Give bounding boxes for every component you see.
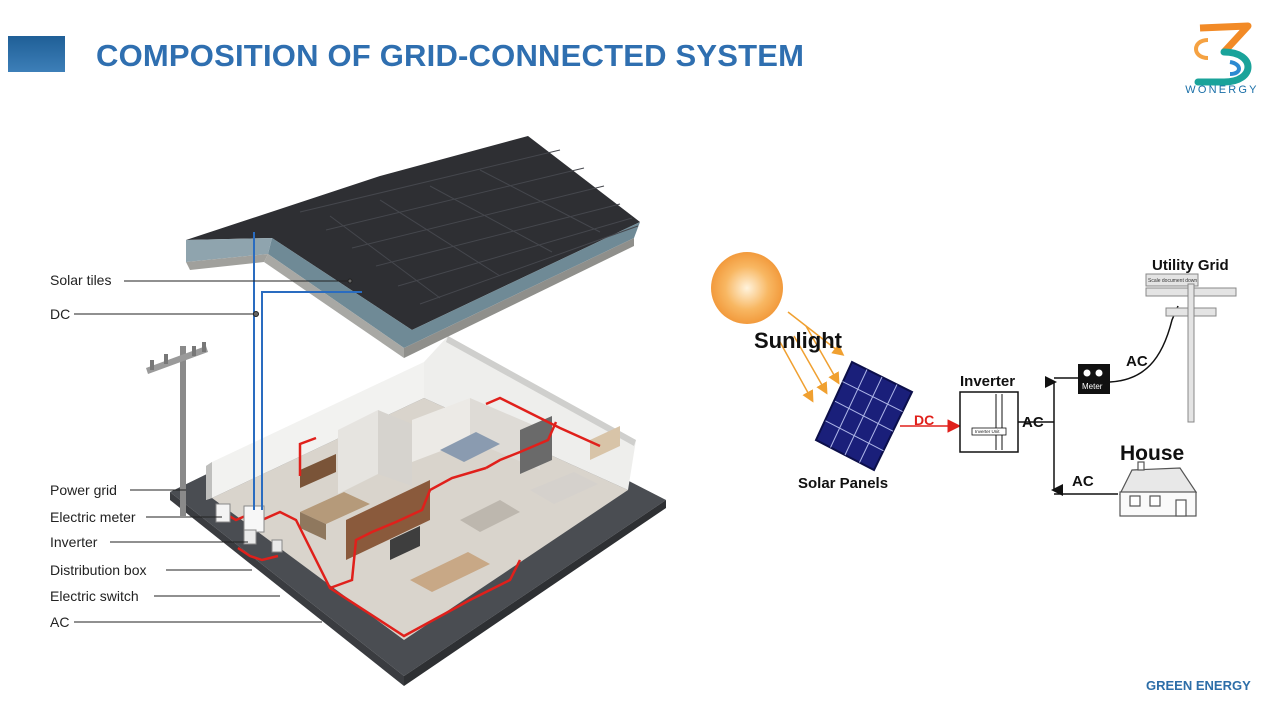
label-inverter: Inverter — [50, 534, 98, 550]
electric-switch-box — [271, 539, 283, 553]
label-ac: AC — [50, 614, 70, 630]
solar-panel-icon — [814, 360, 914, 472]
inverter-icon — [959, 391, 1019, 453]
logo-text: WONERGY — [1185, 84, 1259, 96]
meter-icon — [1078, 364, 1110, 394]
house-cutaway-illustration — [74, 136, 666, 686]
meter-label: Meter — [1082, 382, 1103, 391]
dc-label: DC — [914, 412, 934, 428]
page-title: COMPOSITION OF GRID-CONNECTED SYSTEM — [96, 38, 805, 73]
utility-pole-icon — [1145, 273, 1237, 423]
title-accent-block — [8, 36, 65, 72]
ac-meter-label: AC — [1126, 353, 1148, 370]
dc-wiring — [253, 232, 362, 510]
utility-grid-label: Utility Grid — [1152, 257, 1229, 274]
roof-tile-lines — [299, 149, 639, 305]
sunlight-rays — [779, 311, 845, 403]
label-dc: DC — [50, 306, 71, 322]
label-power-grid: Power grid — [50, 482, 117, 498]
solar-panels-label: Solar Panels — [798, 475, 888, 492]
power-grid-pole — [146, 342, 208, 516]
distribution-box — [243, 529, 257, 545]
sun-icon — [711, 252, 783, 324]
inverter-unit-label: Inverter Unit — [975, 429, 1000, 434]
leader-lines — [74, 278, 353, 623]
label-electric-meter: Electric meter — [50, 509, 136, 525]
ac-lines — [1018, 305, 1179, 496]
pole-sign-label: Scale document down — [1148, 278, 1197, 284]
label-distribution-box: Distribution box — [50, 562, 147, 578]
house-icon — [1119, 461, 1198, 517]
footer-tagline: GREEN ENERGY — [1146, 678, 1251, 693]
label-solar-tiles: Solar tiles — [50, 272, 112, 288]
label-electric-switch: Electric switch — [50, 588, 139, 604]
ac-house-label: AC — [1072, 473, 1094, 490]
inverter-label: Inverter — [960, 373, 1015, 390]
ac-inverter-label: AC — [1022, 414, 1044, 431]
house-label: House — [1120, 442, 1184, 465]
sunlight-label: Sunlight — [754, 328, 843, 353]
wonergy-logo — [1194, 22, 1252, 86]
